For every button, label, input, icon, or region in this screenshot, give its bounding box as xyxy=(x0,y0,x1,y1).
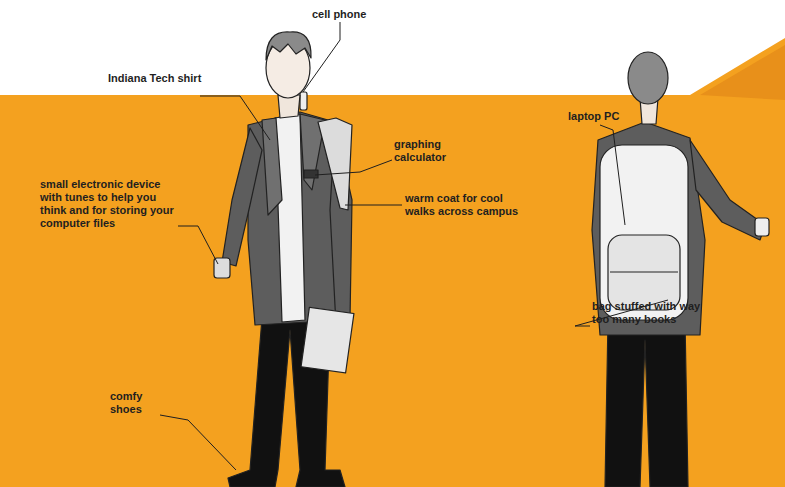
background xyxy=(0,38,785,487)
right-arm xyxy=(690,140,765,240)
calculator xyxy=(304,170,318,178)
callout-label: bag stuffed with way too many books xyxy=(592,300,702,326)
book xyxy=(301,307,354,373)
left-arm xyxy=(222,128,262,266)
leader-line xyxy=(600,125,625,225)
callout-label: warm coat for cool walks across campus xyxy=(405,192,535,218)
leader-line xyxy=(303,22,340,92)
leader-line xyxy=(178,226,218,264)
pocket-zip xyxy=(610,271,678,272)
callout-label: comfy shoes xyxy=(110,390,165,416)
leader-line xyxy=(345,205,402,206)
callout-label: laptop PC xyxy=(568,110,638,123)
backpack xyxy=(600,145,688,320)
leader-line xyxy=(200,96,270,140)
orange-corner xyxy=(700,45,785,100)
cell-phone xyxy=(300,92,307,110)
legs xyxy=(605,320,688,487)
hair xyxy=(266,32,311,60)
leader-lines xyxy=(160,22,668,470)
callout-label: small electronic device with tunes to he… xyxy=(40,178,180,230)
student-front xyxy=(214,32,354,487)
callout-label: Indiana Tech shirt xyxy=(108,72,203,85)
orange-band xyxy=(0,38,785,487)
cup xyxy=(755,218,769,236)
backpack-strap xyxy=(318,118,352,210)
shirt xyxy=(275,114,305,322)
callout-label: graphing calculator xyxy=(394,138,474,164)
head xyxy=(628,52,668,104)
coat xyxy=(592,122,705,335)
leader-line xyxy=(315,160,392,175)
leader-line xyxy=(160,415,236,470)
backpack-pocket xyxy=(608,235,680,310)
callout-label: cell phone xyxy=(312,8,392,21)
